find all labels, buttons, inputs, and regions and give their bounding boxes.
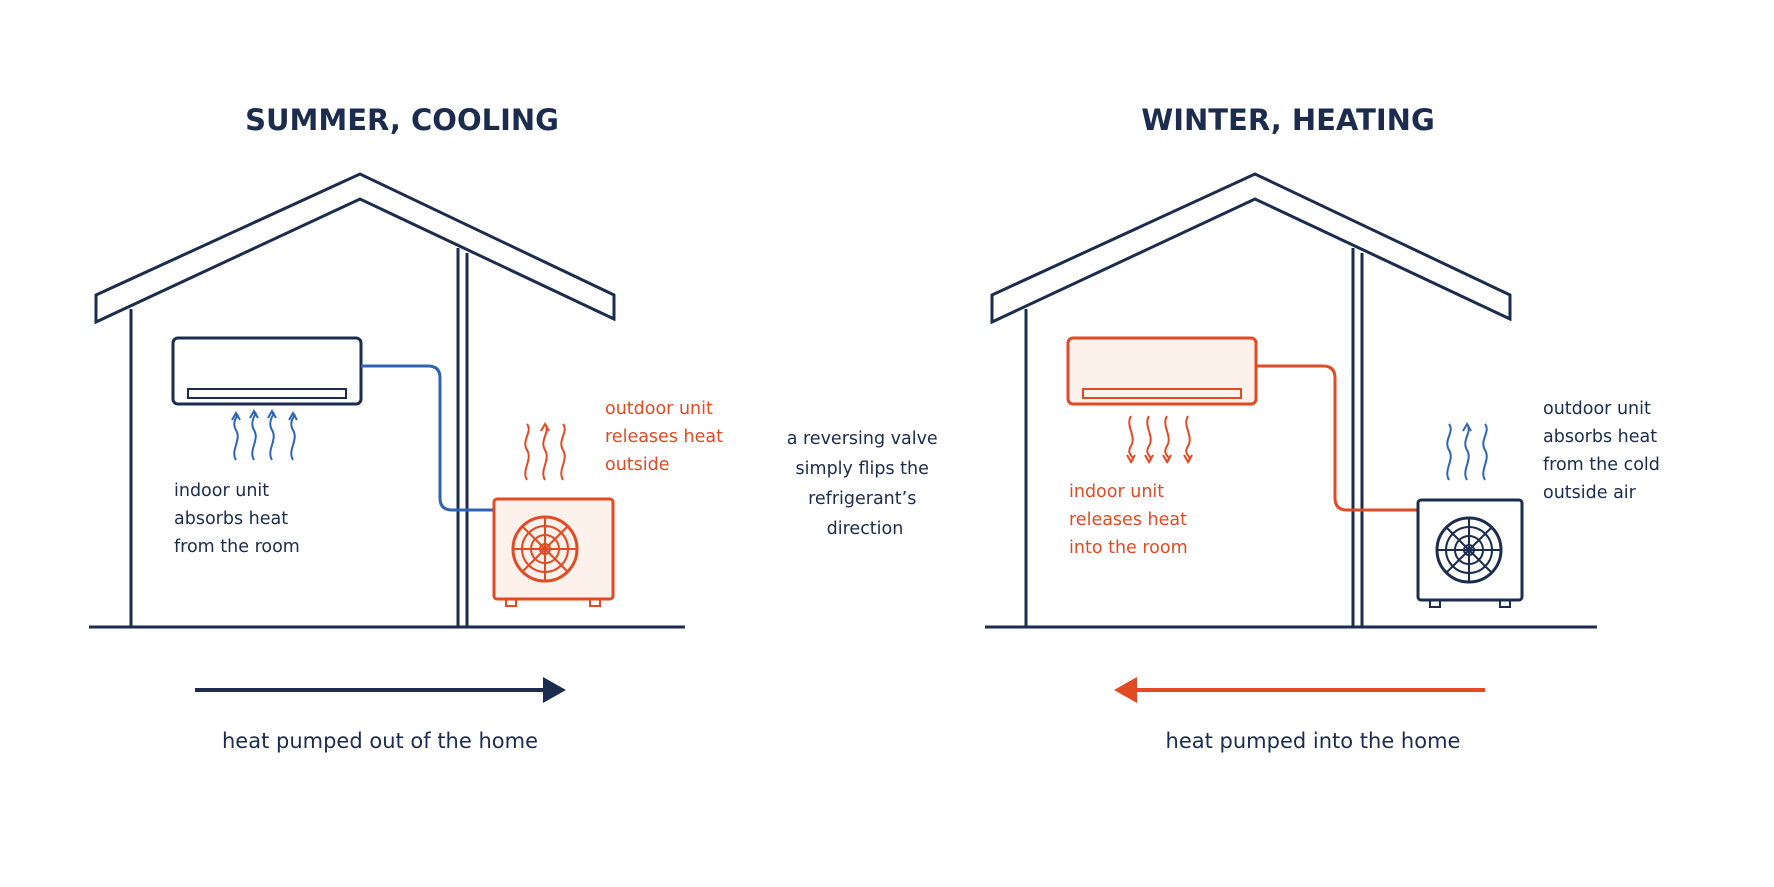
outdoor-fan-unit-icon: [1416, 498, 1524, 608]
wall-ac-unit-icon: [171, 336, 363, 406]
outdoor-fan-unit-icon: [492, 497, 615, 607]
summer-caption: heat pumped out of the home: [222, 729, 538, 753]
wall-ac-unit-icon: [1066, 336, 1258, 406]
center-note-line: refrigerant’s: [808, 489, 916, 509]
center-note-line: simply flips the: [796, 459, 929, 479]
outdoor-label-line: releases heat: [605, 427, 723, 447]
indoor-label-line: indoor unit: [174, 481, 269, 501]
heat-wave-icon: [1446, 421, 1488, 481]
outdoor-label-line: from the cold: [1543, 455, 1660, 475]
panel-summer-cooling: SUMMER, COOLING: [89, 103, 729, 753]
indoor-label-line: from the room: [174, 537, 300, 557]
house-outline-icon: [89, 172, 685, 629]
heat-wave-icon: [231, 408, 298, 461]
outdoor-label: outdoor unit absorbs heat from the cold …: [1543, 399, 1665, 503]
arrow-icon: [195, 677, 566, 703]
house-outline-icon: [985, 172, 1597, 629]
indoor-label-line: indoor unit: [1069, 482, 1164, 502]
heat-wave-icon: [524, 421, 566, 481]
outdoor-label-line: absorbs heat: [1543, 427, 1657, 447]
outdoor-label: outdoor unit releases heat outside: [605, 399, 729, 475]
indoor-label: indoor unit absorbs heat from the room: [174, 481, 300, 557]
indoor-label: indoor unit releases heat into the room: [1069, 482, 1193, 558]
outdoor-label-line: outside: [605, 455, 670, 475]
refrigerant-line: [1256, 364, 1417, 512]
heat-wave-icon: [1126, 415, 1193, 465]
center-note-line: direction: [827, 519, 904, 539]
indoor-label-line: into the room: [1069, 538, 1188, 558]
center-note: a reversing valve simply flips the refri…: [787, 429, 944, 539]
center-note-line: a reversing valve: [787, 429, 938, 449]
summer-title: SUMMER, COOLING: [245, 103, 559, 137]
indoor-label-line: absorbs heat: [174, 509, 288, 529]
outdoor-label-line: outdoor unit: [1543, 399, 1651, 419]
panel-winter-heating: WINTER, HEATING: [985, 103, 1665, 753]
refrigerant-line: [361, 364, 493, 512]
arrow-icon: [1114, 677, 1485, 703]
outdoor-label-line: outdoor unit: [605, 399, 713, 419]
outdoor-label-line: outside air: [1543, 483, 1637, 503]
winter-caption: heat pumped into the home: [1166, 729, 1461, 753]
winter-title: WINTER, HEATING: [1141, 103, 1435, 137]
indoor-label-line: releases heat: [1069, 510, 1187, 530]
